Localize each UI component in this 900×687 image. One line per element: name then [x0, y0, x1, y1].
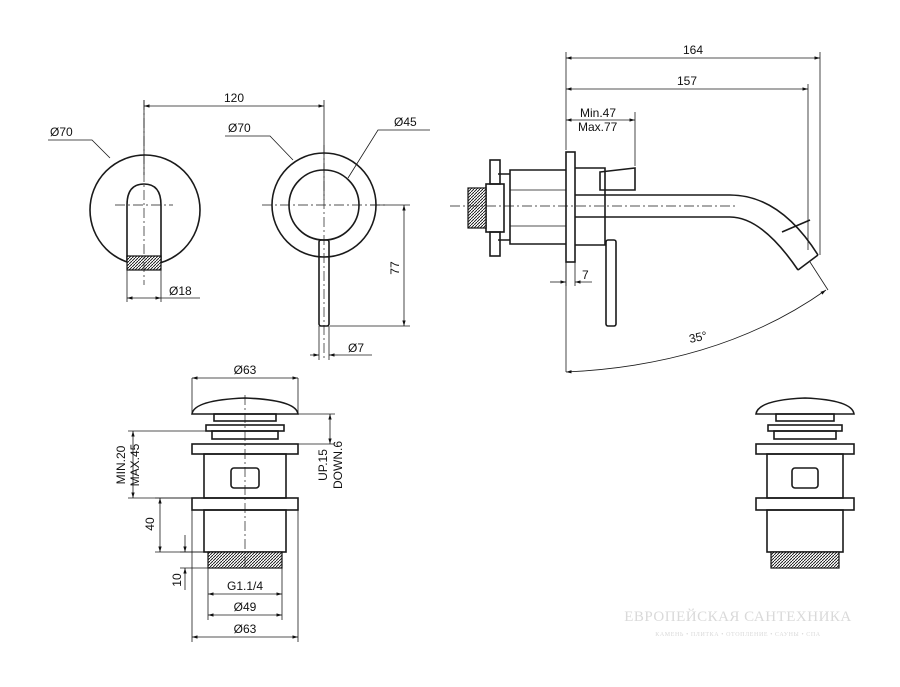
wall-min-label: Min.47 — [580, 106, 616, 120]
handle-cap-diameter-label: Ø45 — [394, 115, 417, 129]
drain-min-label: MIN.20 — [114, 445, 128, 484]
handle-length-label: 77 — [388, 261, 402, 275]
spout-reach-label: 157 — [677, 74, 697, 88]
wall-max-label: Max.77 — [578, 120, 618, 134]
drain-top-diameter-label: Ø63 — [234, 363, 257, 377]
handle-front-view: Ø70 Ø45 77 Ø7 — [225, 115, 430, 360]
drain-up-label: UP.15 — [316, 449, 330, 481]
drain-height-label: 40 — [143, 517, 157, 531]
outlet-diameter-label: Ø18 — [169, 284, 192, 298]
side-view: 164 157 Min.47 Max.77 7 35° — [450, 43, 829, 374]
plate-thickness-label: 7 — [582, 268, 589, 282]
watermark-title: ЕВРОПЕЙСКАЯ САНТЕХНИКА — [624, 608, 852, 625]
drain-max-label: MAX.45 — [128, 443, 142, 486]
centre-distance-dimension: 120 — [143, 91, 325, 200]
spout-front-view: Ø70 Ø18 — [48, 100, 201, 302]
handle-plate-diameter-label: Ø70 — [228, 121, 251, 135]
drain-thread-height-label: 10 — [170, 573, 184, 587]
drain-thread-label: G1.1/4 — [227, 579, 263, 593]
total-reach-label: 164 — [683, 43, 703, 57]
drain-bottom-diameter-label: Ø63 — [234, 622, 257, 636]
drain-thread-diameter-label: Ø49 — [234, 600, 257, 614]
spout-diameter-label: Ø70 — [50, 125, 73, 139]
lever-diameter-label: Ø7 — [348, 341, 364, 355]
watermark: ЕВРОПЕЙСКАЯ САНТЕХНИКА КАМЕНЬ • ПЛИТКА •… — [624, 608, 852, 638]
watermark-subtitle: КАМЕНЬ • ПЛИТКА • ОТОПЛЕНИЕ • САУНЫ • СП… — [655, 632, 821, 638]
centre-distance-label: 120 — [224, 91, 244, 105]
drain-plain-view — [755, 397, 855, 569]
angle-label: 35° — [688, 328, 709, 346]
drain-dimensioned-view: Ø63 MIN.20 MAX.45 UP.15 DOWN.6 40 10 G1.… — [114, 363, 345, 642]
drain-down-label: DOWN.6 — [331, 441, 345, 489]
